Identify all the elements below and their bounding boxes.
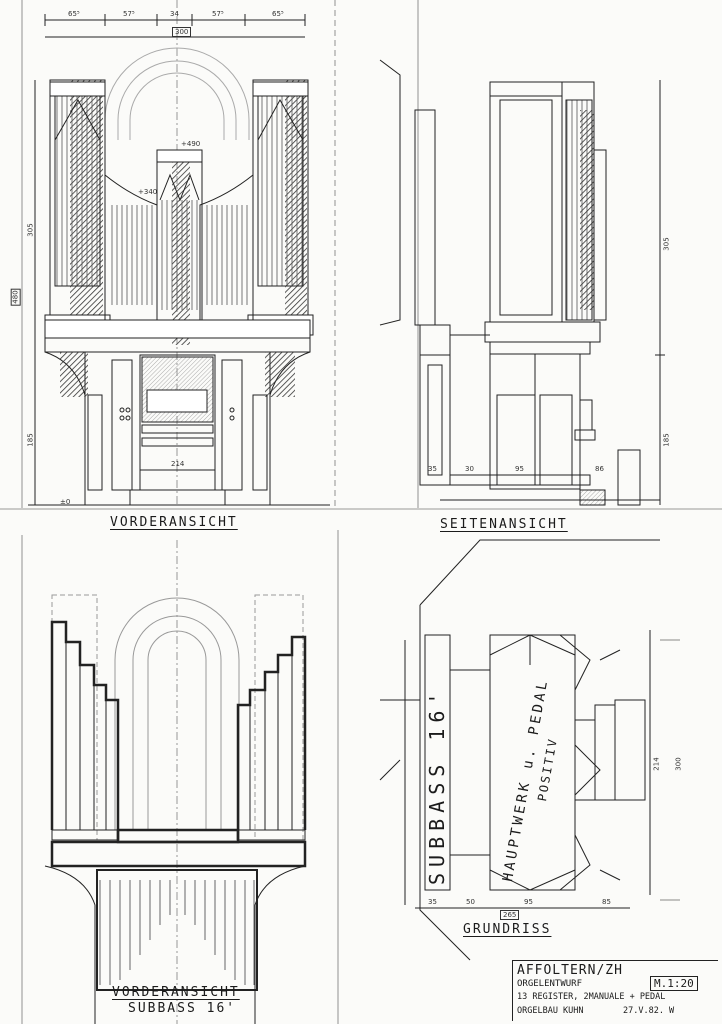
dim-front-lower: 185 (26, 433, 35, 447)
dim-plan-depth: 265 (500, 910, 520, 920)
dim-tower: +340 (138, 188, 158, 196)
side-view-title: SEITENANSICHT (440, 517, 568, 532)
dim-side-b4: 86 (595, 465, 604, 473)
plan-label-subbass: SUBBASS 16' (425, 686, 449, 885)
title-scale: M.1:20 (650, 976, 698, 991)
subbass-view-title: VORDERANSICHT (112, 985, 240, 1000)
dim-side-b2: 30 (465, 465, 474, 473)
plan-view-title: GRUNDRISS (463, 922, 552, 937)
dim-side-b3: 95 (515, 465, 524, 473)
side-elevation (379, 59, 665, 506)
dim-top-1: 65⁵ (68, 10, 80, 18)
subbass-elevation (44, 540, 307, 1024)
dim-plan-b4: 85 (602, 898, 611, 906)
dim-floor: ±0 (60, 498, 71, 506)
title-date: 27.V.82. W (623, 1006, 675, 1016)
dim-center-top: +490 (181, 140, 201, 148)
dim-top-2: 57⁵ (123, 10, 135, 18)
front-elevation (28, 0, 330, 506)
dim-front-total: 300 (172, 27, 192, 37)
subbass-view-subtitle: SUBBASS 16' (128, 1001, 237, 1016)
title-line3: ORGELBAU KUHN (517, 1006, 584, 1016)
title-line2: 13 REGISTER, 2MANUALE + PEDAL (517, 992, 666, 1002)
title-block: AFFOLTERN/ZH ORGELENTWURF M.1:20 13 REGI… (512, 960, 718, 1021)
dim-side-b1: 35 (428, 465, 437, 473)
dim-top-3: 34 (170, 10, 179, 18)
dim-side-lower: 185 (662, 433, 671, 447)
dim-top-4: 57⁵ (212, 10, 224, 18)
dim-plan-b1: 35 (428, 898, 437, 906)
dim-plan-r1: 214 (652, 757, 661, 771)
dim-console: 214 (171, 460, 185, 468)
front-view-title: VORDERANSICHT (110, 515, 238, 530)
dim-top-5: 65⁵ (272, 10, 284, 18)
dim-plan-r2: 300 (674, 757, 683, 771)
dim-plan-b2: 50 (466, 898, 475, 906)
dim-left-box: 480 (10, 288, 21, 306)
dim-side-upper: 305 (662, 237, 671, 251)
floor-plan (379, 539, 680, 961)
dim-plan-b3: 95 (524, 898, 533, 906)
dim-front-upper: 305 (26, 223, 35, 237)
title-place: AFFOLTERN/ZH (517, 963, 623, 978)
title-line1: ORGELENTWURF (517, 979, 583, 989)
